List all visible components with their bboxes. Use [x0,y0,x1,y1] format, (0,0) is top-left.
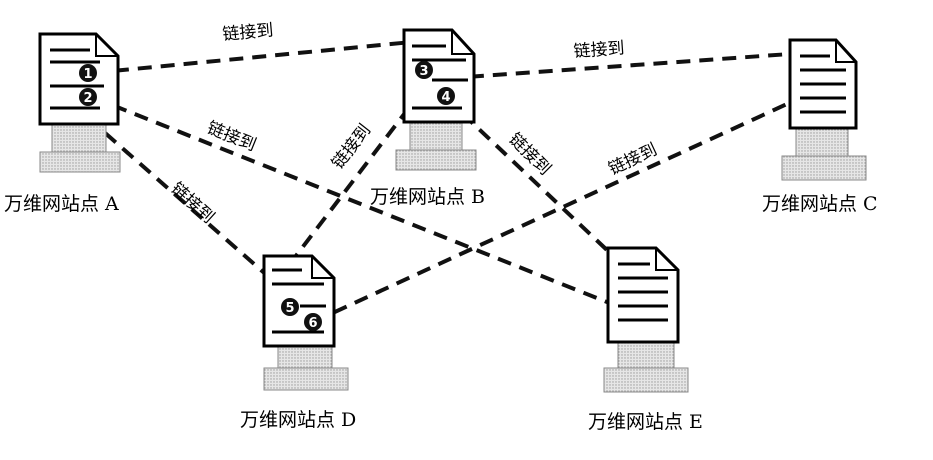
document-icon [606,246,680,344]
link-line-a-e [91,95,633,314]
link-number-badge: 1 [79,64,97,82]
link-number-badge: 3 [415,61,433,79]
terminal-foot [395,149,477,171]
page-fold [95,34,118,57]
site-d: 5 6 万维网站点 D [240,254,356,431]
edge-label-a-b: 链接到 [222,21,275,45]
link-line-a-b [91,40,413,75]
link-line-d-b [287,86,426,267]
link-line-a-d [86,116,288,294]
site-b: 3 4 万维网站点 B [370,28,485,208]
text-lines [800,54,846,114]
edge-label-b-e: 链接到 [504,129,554,179]
site-label: 万维网站点 A [4,193,119,215]
site-c: 万维网站点 C [762,38,878,215]
link-lines [86,40,801,324]
site-label: 万维网站点 E [588,411,703,433]
link-number-badge: 5 [281,298,299,316]
link-number-badge: 6 [304,313,322,331]
terminal-foot [263,367,349,391]
svg-text:6: 6 [308,316,317,331]
edge-label-a-e: 链接到 [204,118,259,156]
svg-text:1: 1 [83,67,92,82]
svg-text:4: 4 [441,90,450,105]
text-lines [50,48,104,110]
link-line-b-c [423,52,791,82]
site-label: 万维网站点 C [762,193,878,215]
page-fold [311,256,334,279]
text-lines [618,262,668,322]
terminal-foot [603,367,689,393]
text-lines [412,44,468,110]
link-number-badge: 2 [79,88,97,106]
document-icon [38,32,120,126]
terminal-foot [39,151,121,173]
edge-label-b-c: 链接到 [573,38,625,62]
svg-text:5: 5 [285,301,294,316]
site-a: 1 2 万维网站点 A [4,32,121,215]
link-line-b-e [444,96,628,270]
site-e: 万维网站点 E [588,246,703,433]
svg-text:3: 3 [419,64,428,79]
terminal-foot [781,155,867,181]
text-lines [272,268,326,334]
link-number-badge: 4 [437,87,455,105]
page-fold [835,40,856,63]
page-fold [451,30,474,55]
link-line-d-c [312,96,801,324]
page-fold [655,248,678,271]
site-label: 万维网站点 B [370,186,485,208]
edge-label-d-b: 链接到 [328,121,375,174]
edge-label-a-d: 链接到 [167,179,218,228]
site-label: 万维网站点 D [240,409,356,431]
svg-text:2: 2 [83,91,92,106]
